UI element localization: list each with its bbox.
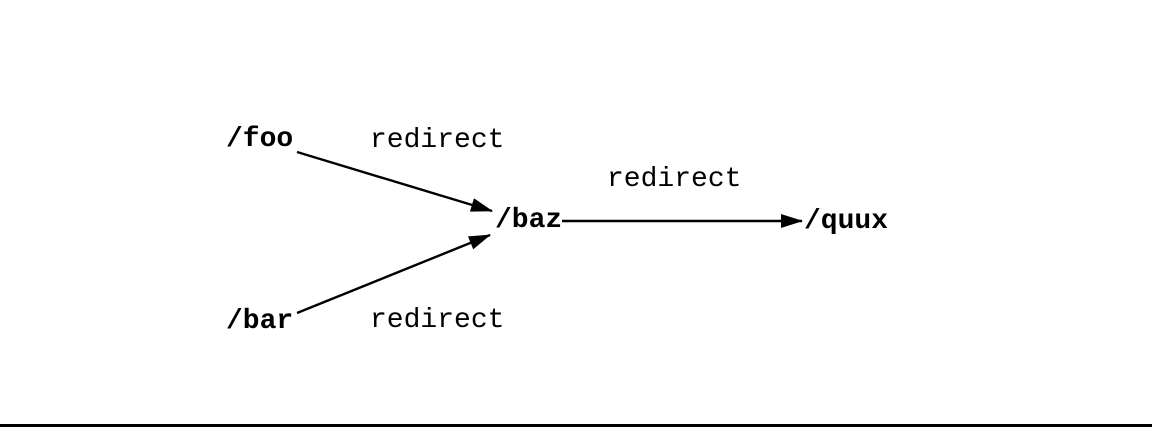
node-quux: /quux [804, 206, 889, 237]
edge-label-bar-baz: redirect [370, 305, 505, 336]
bottom-rule [0, 424, 1152, 427]
edge-label-foo-baz: redirect [370, 125, 505, 156]
node-bar: /bar [226, 306, 294, 337]
node-baz: /baz [495, 205, 563, 236]
edge-label-baz-quux: redirect [607, 164, 742, 195]
edge-foo-baz [296, 150, 493, 213]
node-foo: /foo [226, 124, 294, 155]
edge-bar-baz [296, 233, 491, 315]
